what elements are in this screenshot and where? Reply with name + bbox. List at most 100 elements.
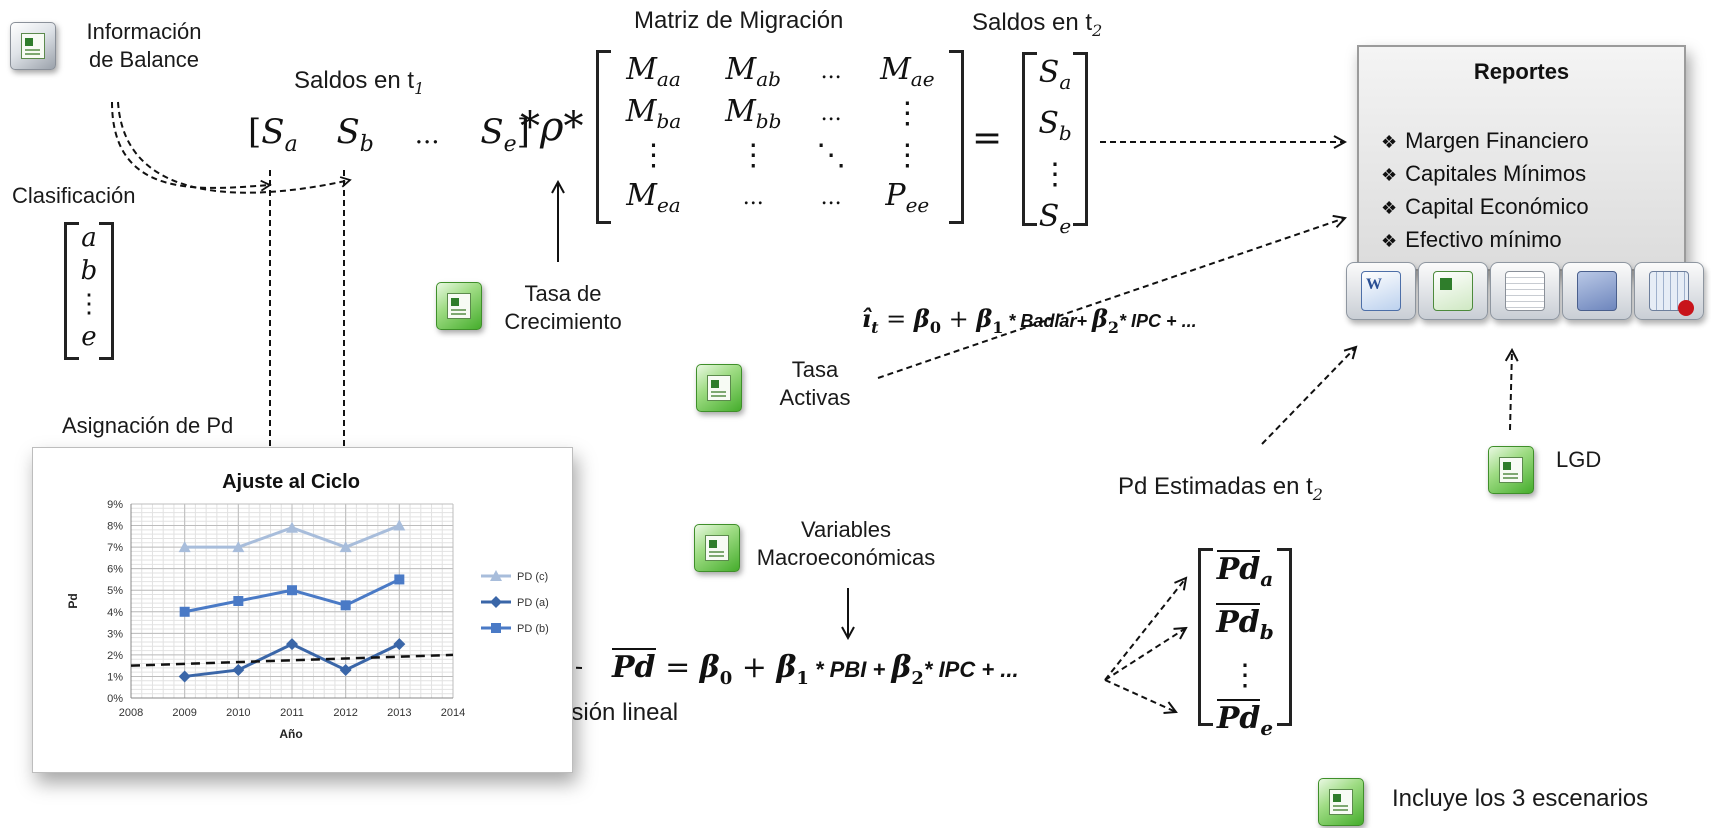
- data-point: [393, 519, 406, 531]
- report-item[interactable]: ❖Margen Financiero: [1381, 128, 1589, 153]
- y-tick-label: 6%: [107, 564, 123, 576]
- data-point: [393, 638, 406, 651]
- legend-entry: PD (b): [517, 623, 549, 635]
- p-ee: Pee: [885, 177, 930, 217]
- y-tick-label: 0%: [107, 693, 123, 705]
- reports-title: Reportes: [1473, 59, 1570, 84]
- database-icon[interactable]: [1634, 262, 1704, 320]
- y-tick-label: 4%: [107, 607, 123, 619]
- equals-sign: =: [972, 118, 1003, 159]
- y-tick-label: 7%: [107, 542, 123, 554]
- lgd-label: LGD: [1556, 447, 1602, 472]
- spreadsheet-icon[interactable]: [694, 524, 740, 572]
- bracket-right: [99, 222, 114, 360]
- spreadsheet-icon[interactable]: [436, 282, 482, 330]
- macro-variables-label: Variables Macroeconómicas: [756, 517, 936, 570]
- s2-a: Sa: [1038, 55, 1072, 94]
- class-e: e: [81, 322, 97, 352]
- x-tick-label: 2011: [280, 707, 304, 719]
- trend-line: [130, 653, 454, 667]
- arrow-rates-to-reports: [877, 218, 1345, 379]
- m-ab: Mab: [725, 51, 781, 91]
- data-point: [287, 585, 297, 596]
- pd-hat-b: Pdb: [1216, 603, 1274, 644]
- m-dots-4: ...: [820, 184, 842, 210]
- pd-regression-equation: Pd = β0 + β1 * PBI + β2* IPC + ...: [612, 648, 1019, 689]
- x-tick-label: 2008: [119, 707, 143, 719]
- active-rates-label: Tasa Activas: [779, 357, 851, 410]
- spreadsheet-icon[interactable]: [696, 364, 742, 412]
- m-vdots-4: ⋮: [892, 137, 923, 173]
- class-a: a: [81, 223, 97, 253]
- x-tick-label: 2010: [226, 707, 250, 719]
- legend-entry: PD (c): [517, 571, 548, 583]
- balances-vector-t1: [Sa Sb ... Se]: [248, 112, 530, 157]
- report-item[interactable]: ❖Capitales Mínimos: [1381, 161, 1587, 186]
- class-dots: ⋮: [76, 289, 102, 319]
- y-tick-label: 2%: [107, 650, 123, 662]
- migration-matrix-label: Matriz de Migración: [634, 7, 844, 34]
- m-vdots-3: ⋮: [738, 137, 769, 173]
- legend-marker: [490, 570, 502, 581]
- spreadsheet-icon[interactable]: [1418, 262, 1488, 320]
- scenarios-note: Incluye los 3 escenarios: [1392, 785, 1649, 812]
- m-aa: Maa: [626, 51, 681, 91]
- m-ea: Mea: [626, 177, 681, 217]
- m-bb: Mbb: [725, 93, 782, 133]
- arrow-balance-to-sa: [111, 101, 272, 192]
- y-tick-label: 5%: [107, 585, 123, 597]
- data-point: [340, 600, 351, 611]
- balance-info-label: Información de Balance: [86, 19, 202, 72]
- data-point: [339, 663, 352, 676]
- report-item[interactable]: ❖Capital Económico: [1381, 194, 1589, 219]
- bracket-left: [64, 222, 79, 360]
- s2-b: Sb: [1038, 106, 1072, 145]
- y-tick-label: 8%: [107, 521, 123, 533]
- m-dots-1: ...: [820, 58, 842, 84]
- spreadsheet-icon[interactable]: [1488, 446, 1534, 494]
- balances-t1-label: Saldos en t1: [294, 67, 425, 98]
- legend-marker: [491, 623, 501, 633]
- data-point: [178, 670, 191, 683]
- document-icon[interactable]: [1490, 262, 1560, 320]
- growth-rate-label: Tasa de Crecimiento: [504, 281, 622, 334]
- word-doc-icon[interactable]: W: [1346, 262, 1416, 320]
- data-point: [179, 606, 190, 617]
- y-axis-label: Pd: [66, 593, 80, 608]
- spreadsheet-icon[interactable]: [10, 22, 56, 70]
- data-point: [286, 521, 298, 533]
- m-dots-2: ...: [820, 100, 842, 126]
- spreadsheet-icon[interactable]: [1318, 778, 1364, 826]
- data-point: [339, 541, 352, 553]
- y-tick-label: 3%: [107, 628, 123, 640]
- chart-title: Ajuste al Ciclo: [222, 471, 360, 493]
- active-rates-equation: ît = β0 + β1 * Badlar+ β2* IPC + ...: [862, 304, 1197, 337]
- data-point: [232, 663, 245, 676]
- monitor-icon[interactable]: [1562, 262, 1632, 320]
- balances-t2-label: Saldos en t2: [972, 9, 1103, 40]
- class-b: b: [80, 256, 98, 286]
- data-point: [394, 574, 405, 585]
- classification-label: Clasificación: [12, 183, 136, 208]
- arrow-fan-a: [1104, 578, 1186, 681]
- reports-list: ❖Margen Financiero ❖Capitales Mínimos ❖C…: [1381, 125, 1589, 257]
- rho-operator: *ρ*: [520, 104, 584, 150]
- arrow-balance-to-sb: [117, 101, 352, 194]
- report-item[interactable]: ❖Efectivo mínimo: [1381, 227, 1562, 252]
- pd-dots: ⋮: [1230, 658, 1260, 693]
- x-tick-label: 2013: [387, 707, 411, 719]
- estimated-pd-label: Pd Estimadas en t2: [1118, 473, 1323, 504]
- legend-entry: PD (a): [517, 597, 549, 609]
- m-ae: Mae: [880, 51, 935, 91]
- x-axis-label: Año: [279, 727, 302, 741]
- arrow-lgd-to-reports: [1510, 350, 1512, 431]
- estimated-pd-vector: Pda Pdb ⋮ Pde: [1198, 548, 1292, 740]
- data-point: [178, 541, 191, 553]
- arrow-pd-to-reports: [1261, 347, 1356, 445]
- classification-vector: a b ⋮ e: [64, 222, 114, 360]
- m-vdots-2: ⋮: [638, 137, 669, 173]
- y-tick-label: 9%: [107, 499, 123, 511]
- s2-dots: ⋮: [1040, 157, 1070, 192]
